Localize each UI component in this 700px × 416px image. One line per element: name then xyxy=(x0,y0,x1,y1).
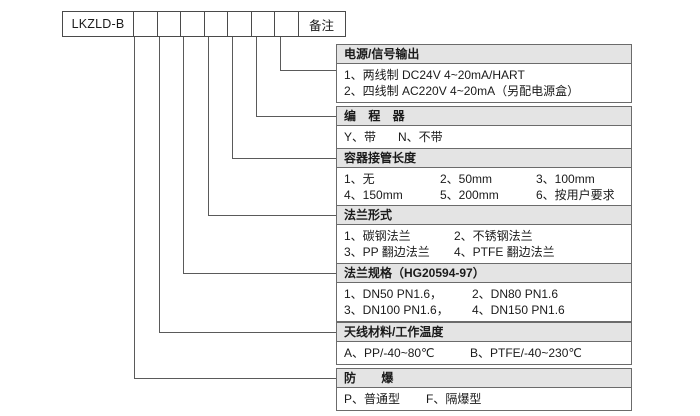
spec-item: Y、带 xyxy=(344,130,377,144)
spec-block-flange-specification: 法兰规格（HG20594-97） 1、DN50 PN1.6， 2、DN80 PN… xyxy=(336,263,632,322)
connector-line-power xyxy=(280,70,336,71)
spec-block-vessel-nozzle-length: 容器接管长度 1、无 2、50mm 3、100mm 4、150mm 5、200m… xyxy=(336,148,632,207)
spec-row: 1、DN50 PN1.6， 2、DN80 PN1.6 xyxy=(344,286,631,302)
connector-line-nozzle xyxy=(232,158,336,159)
spec-item: P、普通型 xyxy=(344,392,401,406)
code-slot-cell xyxy=(134,12,158,36)
spec-item: 3、DN100 PN1.6， xyxy=(344,303,449,317)
spec-title: 防 爆 xyxy=(337,369,631,388)
code-slot-cell xyxy=(158,12,181,36)
spec-title: 法兰规格（HG20594-97） xyxy=(337,264,631,283)
spec-block-flange-type: 法兰形式 1、碳钢法兰 2、不锈钢法兰 3、PP 翻边法兰 4、PTFE 翻边法… xyxy=(336,205,632,264)
spec-row: 2、四线制 AC220V 4~20mA（另配电源盒） xyxy=(344,83,631,99)
connector-line-flange-spec xyxy=(183,273,336,274)
connector-line-programmer xyxy=(256,37,257,116)
spec-item: 6、按用户要求 xyxy=(536,188,615,202)
spec-body: 1、DN50 PN1.6， 2、DN80 PN1.6 3、DN100 PN1.6… xyxy=(337,283,631,321)
spec-row: 3、PP 翻边法兰 4、PTFE 翻边法兰 xyxy=(344,244,631,260)
spec-row: 3、DN100 PN1.6， 4、DN150 PN1.6 xyxy=(344,302,631,318)
spec-body: 1、两线制 DC24V 4~20mA/HART 2、四线制 AC220V 4~2… xyxy=(337,64,631,102)
spec-item: A、PP/-40~80℃ xyxy=(344,346,435,360)
spec-row: Y、带 N、不带 xyxy=(344,129,631,145)
code-slot-cell xyxy=(228,12,252,36)
connector-line-explosion-proof xyxy=(134,37,135,378)
spec-row: A、PP/-40~80℃ B、PTFE/-40~230℃ xyxy=(344,345,631,361)
spec-row: 1、无 2、50mm 3、100mm xyxy=(344,171,631,187)
code-slot-cell xyxy=(205,12,228,36)
spec-item: N、不带 xyxy=(398,130,443,144)
connector-line-programmer xyxy=(256,116,336,117)
connector-line-flange-spec xyxy=(183,37,184,273)
spec-title: 容器接管长度 xyxy=(337,149,631,168)
spec-item: 1、DN50 PN1.6， xyxy=(344,287,443,301)
spec-body: A、PP/-40~80℃ B、PTFE/-40~230℃ xyxy=(337,342,631,364)
spec-block-antenna-material-temperature: 天线材料/工作温度 A、PP/-40~80℃ B、PTFE/-40~230℃ xyxy=(336,322,632,365)
spec-row: 4、150mm 5、200mm 6、按用户要求 xyxy=(344,187,631,203)
spec-title: 编 程 器 xyxy=(337,107,631,126)
code-slot-cell xyxy=(181,12,205,36)
model-code-cell: LKZLD-B xyxy=(63,12,134,36)
code-slot-cell xyxy=(275,12,299,36)
spec-row: 1、两线制 DC24V 4~20mA/HART xyxy=(344,67,631,83)
spec-item: 2、不锈钢法兰 xyxy=(454,229,533,243)
connector-line-nozzle xyxy=(232,37,233,158)
connector-line-flange-type xyxy=(208,37,209,215)
spec-item: B、PTFE/-40~230℃ xyxy=(470,346,582,360)
connector-line-power xyxy=(280,37,281,70)
spec-item: 2、50mm xyxy=(440,172,493,186)
spec-body: 1、无 2、50mm 3、100mm 4、150mm 5、200mm 6、按用户… xyxy=(337,168,631,206)
spec-block-power-signal-output: 电源/信号输出 1、两线制 DC24V 4~20mA/HART 2、四线制 AC… xyxy=(336,44,632,103)
spec-item: 3、PP 翻边法兰 xyxy=(344,245,430,259)
spec-item: 1、无 xyxy=(344,172,375,186)
spec-item: 4、PTFE 翻边法兰 xyxy=(454,245,555,259)
spec-body: Y、带 N、不带 xyxy=(337,126,631,148)
spec-title: 电源/信号输出 xyxy=(337,45,631,64)
spec-row: 1、碳钢法兰 2、不锈钢法兰 xyxy=(344,228,631,244)
remark-cell: 备注 xyxy=(308,18,334,33)
spec-body: P、普通型 F、隔爆型 xyxy=(337,388,631,410)
model-code-table: LKZLD-B 备注 xyxy=(62,11,346,37)
spec-item: 2、DN80 PN1.6 xyxy=(472,287,559,301)
spec-title: 天线材料/工作温度 xyxy=(337,323,631,342)
connector-line-antenna xyxy=(159,332,336,333)
spec-item: 1、碳钢法兰 xyxy=(344,229,411,243)
connector-line-antenna xyxy=(159,37,160,332)
spec-item: 2、四线制 AC220V 4~20mA（另配电源盒） xyxy=(344,84,580,98)
connector-line-flange-type xyxy=(208,215,336,216)
connector-line-explosion-proof xyxy=(134,378,336,379)
spec-item: 4、150mm xyxy=(344,188,403,202)
spec-block-explosion-proof: 防 爆 P、普通型 F、隔爆型 xyxy=(336,368,632,411)
spec-item: 4、DN150 PN1.6 xyxy=(472,303,565,317)
spec-row: P、普通型 F、隔爆型 xyxy=(344,391,631,407)
spec-item: 1、两线制 DC24V 4~20mA/HART xyxy=(344,68,525,82)
code-slot-cell xyxy=(252,12,275,36)
spec-block-programmer: 编 程 器 Y、带 N、不带 xyxy=(336,106,632,149)
spec-item: F、隔爆型 xyxy=(426,392,482,406)
spec-body: 1、碳钢法兰 2、不锈钢法兰 3、PP 翻边法兰 4、PTFE 翻边法兰 xyxy=(337,225,631,263)
spec-item: 5、200mm xyxy=(440,188,499,202)
spec-item: 3、100mm xyxy=(536,172,595,186)
spec-title: 法兰形式 xyxy=(337,206,631,225)
